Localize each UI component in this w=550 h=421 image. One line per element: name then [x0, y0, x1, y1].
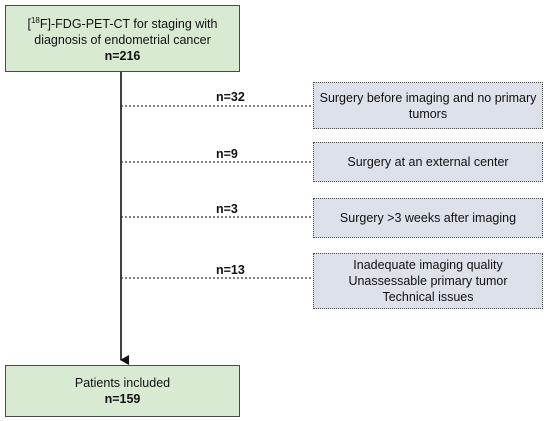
exclusion-count-2: n=9	[216, 147, 238, 161]
exclusion-4-line1: Inadequate imaging quality	[353, 258, 503, 272]
start-box-line1: [18F]-FDG-PET-CT for staging with	[28, 13, 218, 32]
exclusion-1-line2: tumors	[408, 106, 448, 121]
exclusion-4-line2: Unassessable primary tumor	[348, 274, 508, 288]
exclusion-count-1: n=32	[216, 90, 245, 104]
start-box-count: n=216	[104, 49, 141, 64]
exclusion-box-4: Inadequate imaging quality Unassessable …	[313, 253, 543, 309]
exclusion-box-1: Surgery before imaging and no primary tu…	[313, 82, 543, 129]
exclusion-count-4: n=13	[216, 263, 245, 277]
exclusion-3-line1: Surgery >3 weeks after imaging	[339, 211, 517, 225]
end-box-label: Patients included	[74, 376, 171, 390]
start-box: [18F]-FDG-PET-CT for staging with diagno…	[5, 5, 240, 72]
start-box-text: F]-FDG-PET-CT for staging with	[39, 17, 218, 32]
exclusion-2-line1: Surgery at an external center	[347, 155, 509, 169]
start-box-bracket: [	[27, 17, 31, 32]
exclusion-box-2: Surgery at an external center	[313, 142, 543, 182]
end-box: Patients included n=159	[5, 365, 240, 417]
start-box-line2: diagnosis of endometrial cancer	[34, 33, 211, 48]
isotope-superscript: 18	[30, 15, 40, 25]
exclusion-count-3: n=3	[216, 202, 238, 216]
exclusion-4-line3: Technical issues	[382, 290, 474, 304]
exclusion-1-line1: Surgery before imaging and no primary	[319, 90, 537, 105]
exclusion-box-3: Surgery >3 weeks after imaging	[313, 198, 543, 238]
end-box-count: n=159	[104, 392, 141, 406]
